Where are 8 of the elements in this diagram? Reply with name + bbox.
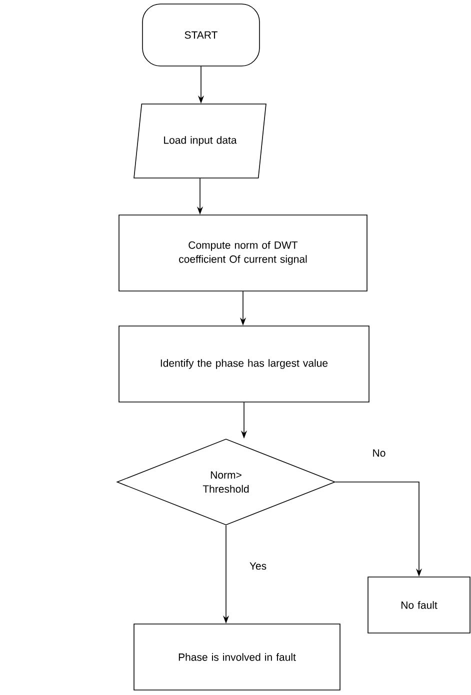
- input-parallelogram: Load input data: [134, 104, 266, 178]
- edge-label: Yes: [248, 561, 268, 571]
- process-box: Identify the phase has largest value: [118, 326, 370, 402]
- process-box: No fault: [368, 576, 470, 634]
- process-box: Phase is involved in fault: [134, 624, 340, 690]
- edge-label: No: [371, 448, 387, 458]
- process-box: Compute norm of DWT coefficient Of current signal: [118, 214, 368, 292]
- terminal-box: START: [142, 4, 260, 66]
